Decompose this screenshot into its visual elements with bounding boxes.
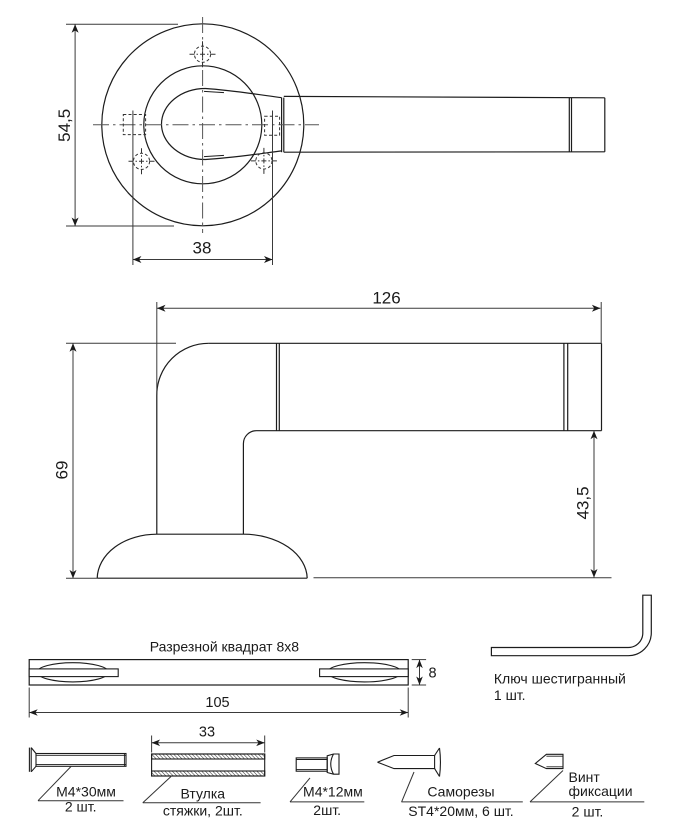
svg-text:2шт.: 2шт.: [313, 802, 341, 818]
svg-text:стяжки, 2шт.: стяжки, 2шт.: [163, 803, 243, 819]
svg-text:М4*12мм: М4*12мм: [303, 784, 363, 800]
svg-text:69: 69: [53, 461, 72, 480]
svg-text:8: 8: [429, 666, 437, 682]
svg-text:54,5: 54,5: [55, 109, 74, 142]
svg-text:2 шт.: 2 шт.: [572, 804, 604, 820]
svg-text:126: 126: [372, 289, 400, 308]
svg-text:Втулка: Втулка: [181, 786, 226, 802]
svg-text:фиксации: фиксации: [569, 783, 633, 799]
svg-text:Саморезы: Саморезы: [427, 784, 494, 800]
svg-text:33: 33: [199, 725, 215, 741]
svg-text:2 шт.: 2 шт.: [65, 798, 97, 814]
svg-text:Ключ шестигранный: Ключ шестигранный: [494, 670, 626, 686]
svg-text:Разрезной квадрат 8х8: Разрезной квадрат 8х8: [150, 638, 300, 654]
svg-text:105: 105: [205, 695, 229, 711]
svg-text:Винт: Винт: [569, 769, 601, 785]
svg-text:38: 38: [193, 239, 212, 258]
svg-text:ST4*20мм, 6 шт.: ST4*20мм, 6 шт.: [408, 803, 513, 819]
svg-text:1 шт.: 1 шт.: [494, 687, 526, 703]
svg-text:М4*30мм: М4*30мм: [56, 783, 116, 799]
svg-text:43,5: 43,5: [574, 486, 593, 519]
